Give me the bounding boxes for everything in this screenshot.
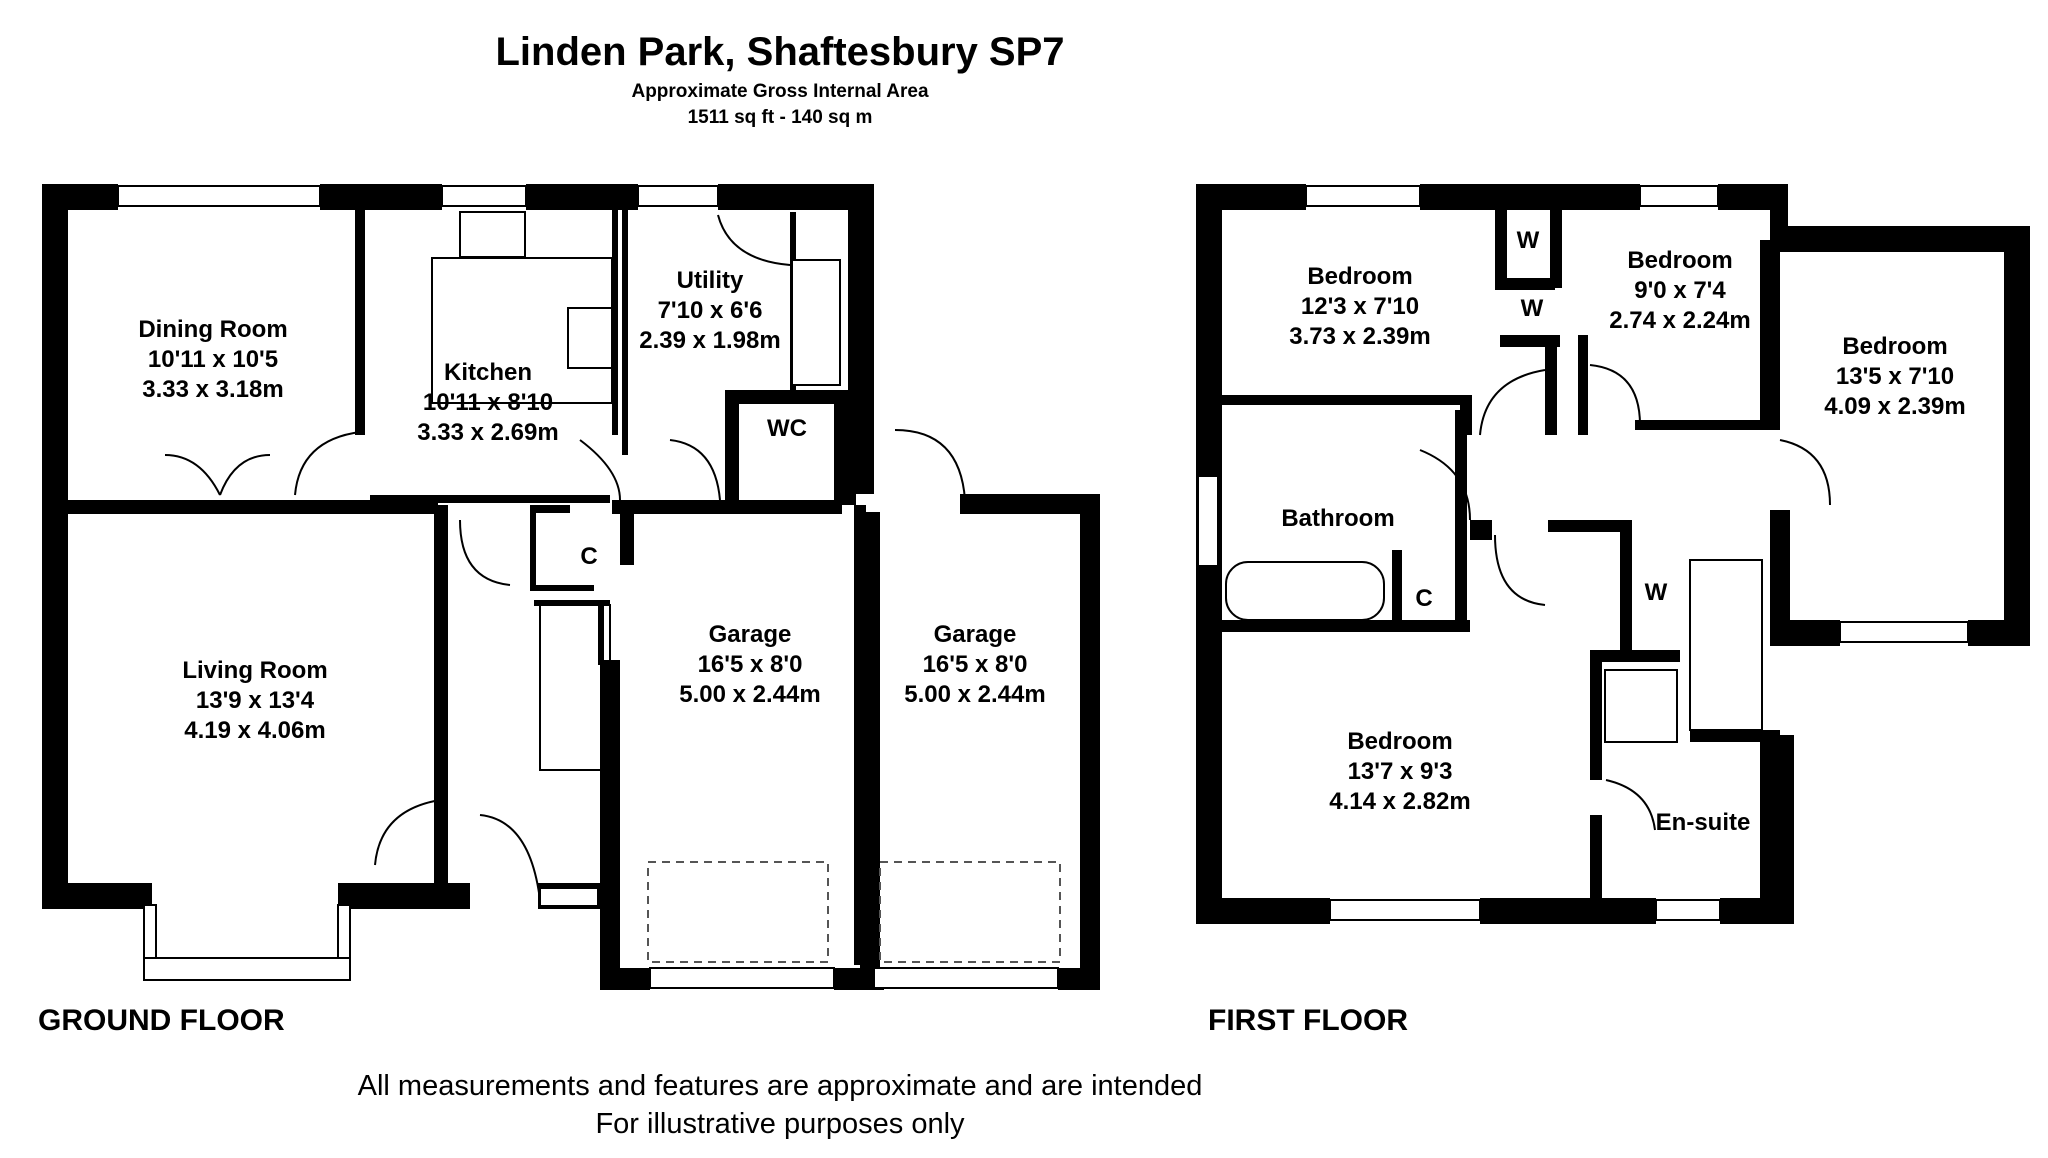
bedroom-1-name: Bedroom (1307, 263, 1413, 290)
garage-2-label: Garage 16'5 x 8'0 5.00 x 2.44m (885, 620, 1065, 710)
disclaimer-line-2: For illustrative purposes only (595, 1108, 965, 1140)
utility-imperial: 7'10 x 6'6 (657, 297, 763, 324)
first-floor-label: FIRST FLOOR (1208, 1004, 1408, 1037)
garage-1-name: Garage (708, 621, 792, 648)
garage-1-imperial: 16'5 x 8'0 (697, 651, 803, 678)
cupboard-first-label: C (1415, 585, 1433, 612)
garage-2-name: Garage (933, 621, 1017, 648)
disclaimer-line-1: All measurements and features are approx… (357, 1070, 1203, 1102)
master-bedroom-imperial: 13'7 x 9'3 (1347, 758, 1453, 785)
ensuite-label: En-suite (1655, 809, 1751, 836)
bedroom-2-imperial: 9'0 x 7'4 (1634, 277, 1726, 304)
kitchen-name: Kitchen (443, 359, 532, 386)
area-subtitle: Approximate Gross Internal Area (631, 81, 929, 102)
wardrobe-2-label: W (1520, 295, 1544, 322)
cupboard-label: C (580, 543, 598, 570)
master-bedroom-name: Bedroom (1347, 728, 1453, 755)
bedroom-1-label: Bedroom 12'3 x 7'10 3.73 x 2.39m (1260, 262, 1460, 352)
bedroom-2-metric: 2.74 x 2.24m (1609, 307, 1751, 334)
living-room-metric: 4.19 x 4.06m (184, 717, 326, 744)
bedroom-3-label: Bedroom 13'5 x 7'10 4.09 x 2.39m (1795, 332, 1995, 422)
dining-room-metric: 3.33 x 3.18m (142, 376, 284, 403)
garage-2-imperial: 16'5 x 8'0 (922, 651, 1028, 678)
utility-name: Utility (676, 267, 744, 294)
master-bedroom-label: Bedroom 13'7 x 9'3 4.14 x 2.82m (1290, 727, 1510, 817)
master-bedroom-metric: 4.14 x 2.82m (1329, 788, 1471, 815)
utility-metric: 2.39 x 1.98m (639, 327, 781, 354)
living-room-imperial: 13'9 x 13'4 (195, 687, 315, 714)
garage-1-metric: 5.00 x 2.44m (679, 681, 821, 708)
living-room-name: Living Room (182, 657, 328, 684)
first-floor-plan (1196, 184, 2030, 924)
garage-2-metric: 5.00 x 2.44m (904, 681, 1046, 708)
area-value: 1511 sq ft - 140 sq m (687, 107, 873, 128)
bedroom-3-imperial: 13'5 x 7'10 (1835, 363, 1955, 390)
bedroom-2-label: Bedroom 9'0 x 7'4 2.74 x 2.24m (1595, 246, 1765, 336)
ground-floor-plan (42, 184, 1100, 990)
bedroom-3-name: Bedroom (1842, 333, 1948, 360)
living-room-label: Living Room 13'9 x 13'4 4.19 x 4.06m (90, 656, 420, 746)
dining-room-label: Dining Room 10'11 x 10'5 3.33 x 3.18m (68, 315, 358, 405)
garage-1-label: Garage 16'5 x 8'0 5.00 x 2.44m (660, 620, 840, 710)
bedroom-1-metric: 3.73 x 2.39m (1289, 323, 1431, 350)
bedroom-1-imperial: 12'3 x 7'10 (1300, 293, 1420, 320)
kitchen-metric: 3.33 x 2.69m (417, 419, 559, 446)
wc-label: WC (767, 415, 807, 442)
bedroom-2-name: Bedroom (1627, 247, 1733, 274)
wardrobe-3-label: W (1644, 579, 1668, 606)
ground-floor-label: GROUND FLOOR (38, 1004, 285, 1037)
utility-label: Utility 7'10 x 6'6 2.39 x 1.98m (625, 266, 795, 356)
kitchen-imperial: 10'11 x 8'10 (422, 389, 554, 416)
wardrobe-1-label: W (1516, 227, 1540, 254)
bathroom-label: Bathroom (1281, 505, 1395, 532)
kitchen-label: Kitchen 10'11 x 8'10 3.33 x 2.69m (378, 358, 598, 448)
bedroom-3-metric: 4.09 x 2.39m (1824, 393, 1966, 420)
dining-room-name: Dining Room (138, 316, 288, 343)
dining-room-imperial: 10'11 x 10'5 (147, 346, 279, 373)
plan-title: Linden Park, Shaftesbury SP7 (495, 30, 1065, 74)
